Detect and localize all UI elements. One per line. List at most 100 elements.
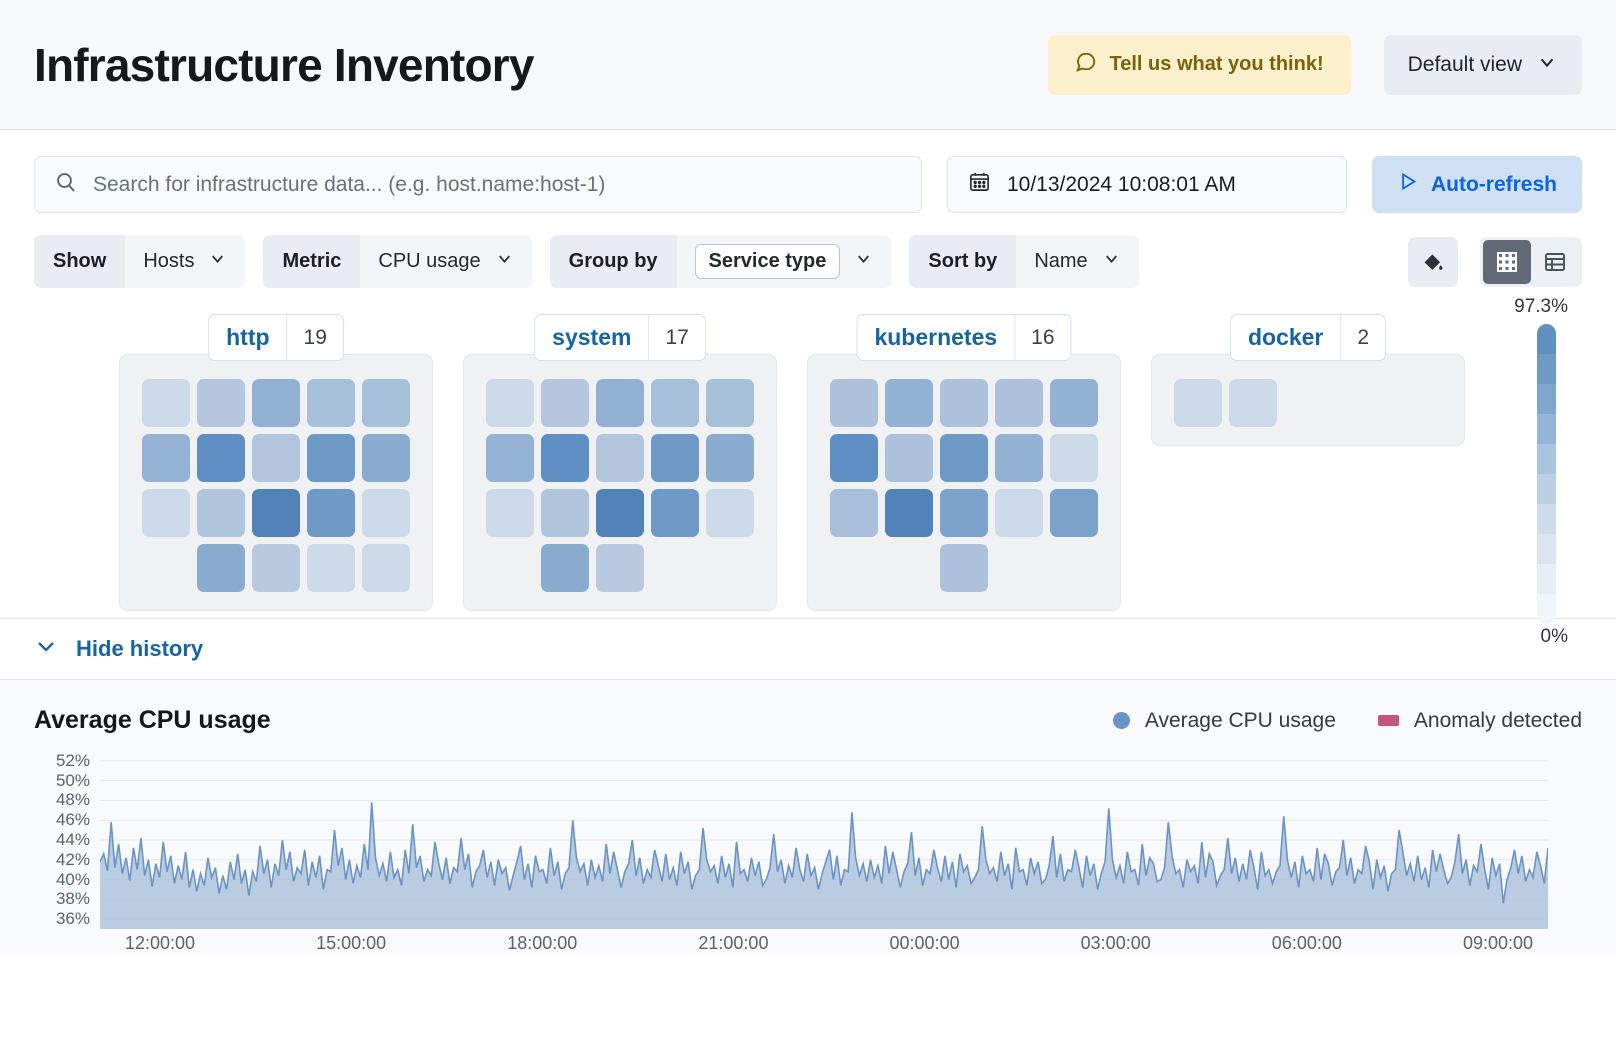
group-count: 16: [1014, 315, 1070, 360]
chevron-down-icon: [208, 249, 227, 274]
waffle-cell[interactable]: [651, 434, 699, 482]
search-input[interactable]: Search for infrastructure data... (e.g. …: [34, 156, 922, 213]
waffle-cell[interactable]: [362, 544, 410, 592]
waffle-cell[interactable]: [142, 434, 190, 482]
filter-group-by-select[interactable]: Service type: [676, 235, 892, 288]
waffle-cell[interactable]: [541, 489, 589, 537]
hide-history-button[interactable]: Hide history: [34, 634, 203, 664]
page-header: Infrastructure Inventory Tell us what yo…: [0, 0, 1616, 130]
waffle-cell[interactable]: [1050, 434, 1098, 482]
waffle-cell[interactable]: [830, 489, 878, 537]
waffle-cell[interactable]: [830, 379, 878, 427]
group-count: 2: [1340, 315, 1385, 360]
waffle-cell[interactable]: [995, 489, 1043, 537]
waffle-cell[interactable]: [486, 489, 534, 537]
waffle-cell[interactable]: [541, 434, 589, 482]
waffle-cell[interactable]: [142, 489, 190, 537]
group-name[interactable]: kubernetes: [874, 324, 998, 350]
default-view-selector[interactable]: Default view: [1383, 34, 1582, 95]
color-fill-icon[interactable]: [1408, 236, 1458, 287]
waffle-cell[interactable]: [362, 434, 410, 482]
waffle-cell[interactable]: [307, 489, 355, 537]
filter-metric-select[interactable]: CPU usage: [360, 235, 532, 288]
waffle-cell[interactable]: [940, 434, 988, 482]
grid-view-icon[interactable]: [1483, 239, 1531, 284]
waffle-cell[interactable]: [596, 489, 644, 537]
waffle-cell[interactable]: [486, 434, 534, 482]
waffle-cell[interactable]: [541, 379, 589, 427]
hide-history-label: Hide history: [76, 636, 204, 661]
waffle-cell[interactable]: [706, 489, 754, 537]
waffle-cell[interactable]: [197, 434, 245, 482]
waffle-cell[interactable]: [362, 489, 410, 537]
filter-sort-by-value: Name: [1034, 250, 1088, 272]
view-toggle-group: [1480, 236, 1582, 287]
waffle-cell[interactable]: [252, 489, 300, 537]
legend-item-anomaly-detected[interactable]: Anomaly detected: [1377, 709, 1582, 733]
chart-legend: Average CPU usage Anomaly detected: [1112, 709, 1582, 733]
waffle-cell[interactable]: [541, 544, 589, 592]
x-axis-tick: 12:00:00: [124, 933, 196, 953]
waffle-cell[interactable]: [995, 434, 1043, 482]
waffle-cell[interactable]: [1174, 379, 1222, 427]
feedback-button[interactable]: Tell us what you think!: [1047, 34, 1351, 95]
waffle-cell[interactable]: [651, 379, 699, 427]
waffle-cell[interactable]: [362, 379, 410, 427]
auto-refresh-label: Auto-refresh: [1430, 172, 1557, 196]
waffle-cell[interactable]: [596, 379, 644, 427]
waffle-cell[interactable]: [307, 379, 355, 427]
group-name[interactable]: system: [552, 324, 632, 350]
waffle-cell[interactable]: [885, 489, 933, 537]
group-chip-http[interactable]: http 19: [208, 314, 344, 361]
legend-step: [1537, 444, 1556, 474]
waffle-cell[interactable]: [197, 489, 245, 537]
waffle-cell[interactable]: [307, 544, 355, 592]
waffle-cell[interactable]: [197, 544, 245, 592]
waffle-cell[interactable]: [995, 379, 1043, 427]
waffle-cell[interactable]: [1050, 489, 1098, 537]
waffle-cell[interactable]: [651, 489, 699, 537]
filter-show-select[interactable]: Hosts: [125, 235, 246, 288]
waffle-cell[interactable]: [252, 434, 300, 482]
x-axis-tick: 03:00:00: [1080, 933, 1151, 953]
table-view-icon[interactable]: [1531, 240, 1579, 284]
chart-svg[interactable]: [100, 751, 1548, 929]
waffle-cell[interactable]: [706, 379, 754, 427]
waffle-cell[interactable]: [142, 379, 190, 427]
waffle-cell[interactable]: [252, 544, 300, 592]
chevron-down-icon: [1102, 249, 1121, 274]
waffle-cell[interactable]: [197, 379, 245, 427]
search-placeholder: Search for infrastructure data... (e.g. …: [93, 172, 606, 196]
waffle-cell[interactable]: [1050, 379, 1098, 427]
waffle-cell[interactable]: [596, 434, 644, 482]
waffle-cell[interactable]: [940, 489, 988, 537]
waffle-cell[interactable]: [885, 379, 933, 427]
waffle-cell[interactable]: [252, 379, 300, 427]
waffle-cell[interactable]: [706, 434, 754, 482]
waffle-cell[interactable]: [830, 434, 878, 482]
waffle-cell[interactable]: [885, 434, 933, 482]
group-count: 19: [286, 315, 343, 360]
legend-item-average-cpu-usage[interactable]: Average CPU usage: [1112, 709, 1336, 733]
waffle-cell[interactable]: [940, 379, 988, 427]
history-toggle-bar: Hide history: [0, 618, 1616, 680]
group-name[interactable]: http: [226, 324, 270, 350]
date-picker[interactable]: 10/13/2024 10:08:01 AM: [946, 156, 1347, 213]
chart-header: Average CPU usage Average CPU usage Anom…: [34, 706, 1582, 735]
auto-refresh-button[interactable]: Auto-refresh: [1371, 156, 1582, 213]
waffle-cell[interactable]: [486, 379, 534, 427]
filter-metric: Metric CPU usage: [263, 235, 532, 288]
waffle-cell[interactable]: [940, 544, 988, 592]
waffle-cell[interactable]: [307, 434, 355, 482]
waffle-cell[interactable]: [1229, 379, 1277, 427]
waffle-grid: [830, 379, 1098, 592]
waffle-cell[interactable]: [596, 544, 644, 592]
filter-sort-by-select[interactable]: Name: [1016, 235, 1139, 288]
group-chip-kubernetes[interactable]: kubernetes 16: [856, 314, 1072, 361]
group-name[interactable]: docker: [1247, 324, 1324, 350]
group-chip-docker[interactable]: docker 2: [1229, 314, 1387, 361]
legend-max-label: 97.3%: [1514, 296, 1568, 317]
y-axis-tick: 36%: [55, 909, 90, 929]
